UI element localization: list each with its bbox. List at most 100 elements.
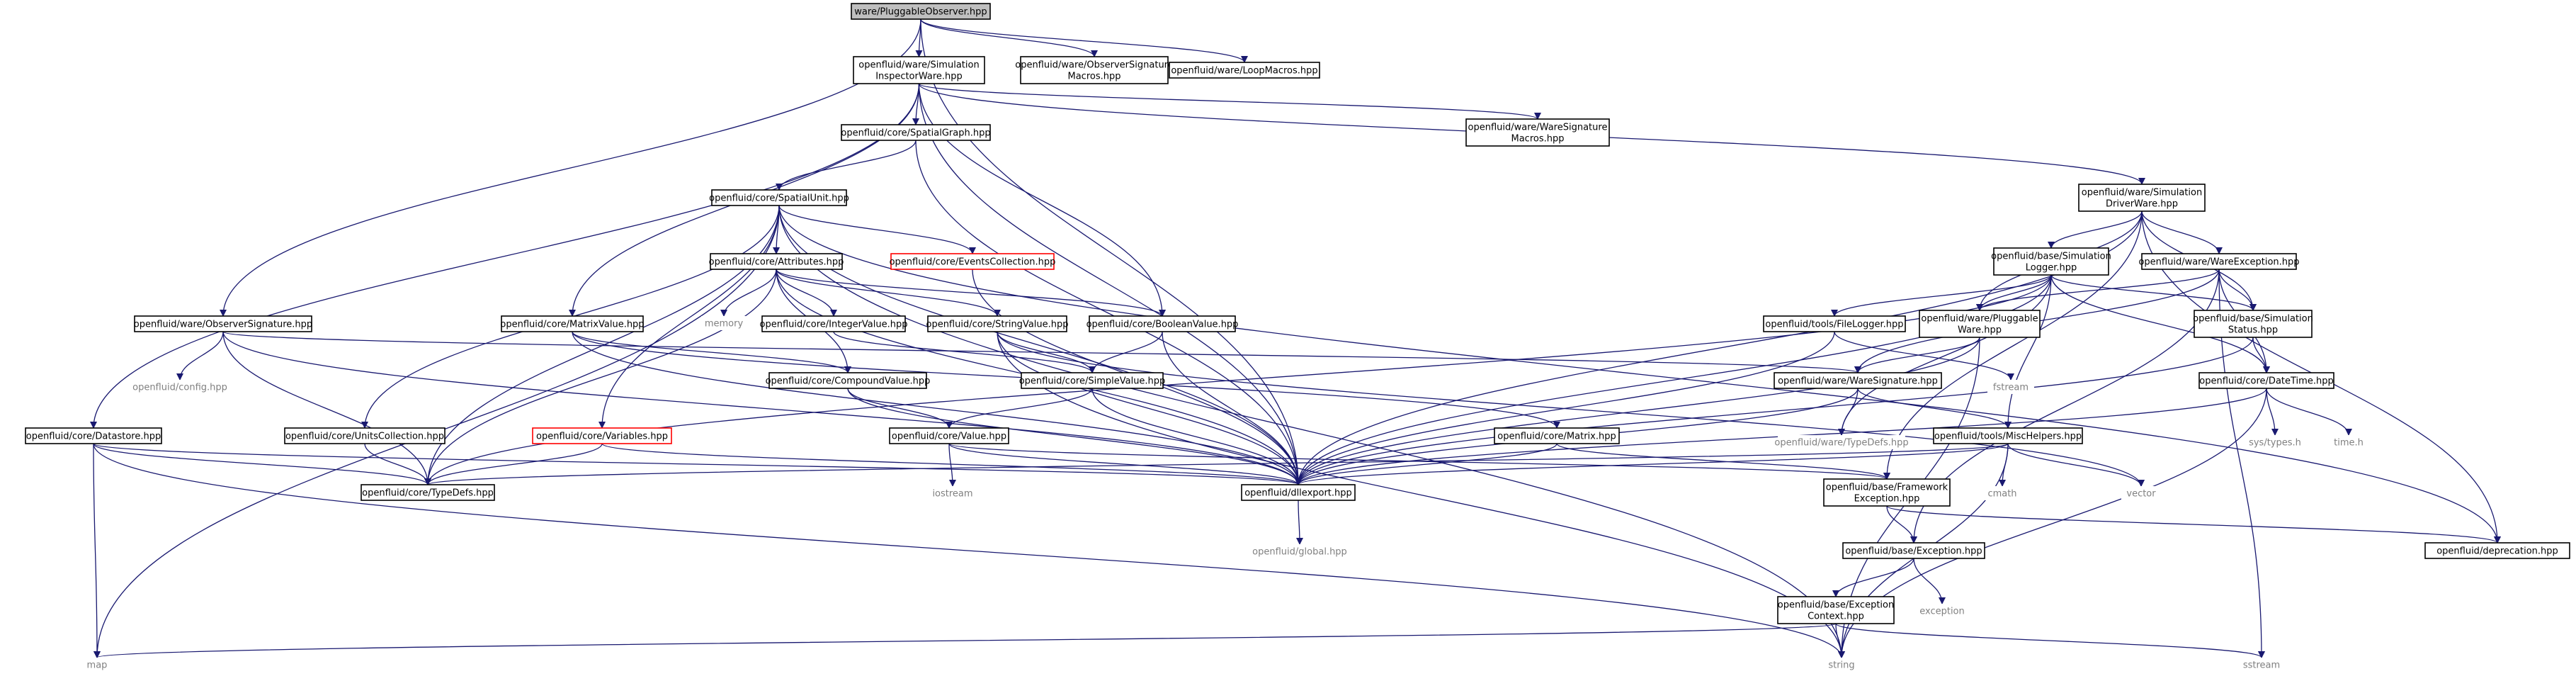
node-waresig[interactable]: openfluid/ware/WareSignature.hpp [1774, 372, 1942, 389]
edge-variables-to-coretypedefs [424, 443, 603, 485]
node-value[interactable]: openfluid/core/Value.hpp [889, 427, 1009, 444]
node-spatialgraph-label-0: openfluid/core/SpatialGraph.hpp [841, 128, 990, 139]
edge-simplevalue-to-dllexport [1091, 388, 1302, 485]
node-dllexport[interactable]: openfluid/dllexport.hpp [1241, 484, 1356, 501]
node-deprecation-label-0: openfluid/deprecation.hpp [2436, 546, 2558, 557]
node-siminsp-label-0: openfluid/ware/Simulation [858, 60, 979, 71]
node-sstream: sstream [2238, 658, 2285, 672]
edge-baseexc-to-exception [1913, 558, 1946, 604]
node-systypes-bg [2245, 435, 2305, 449]
node-root-label-0: ware/PluggableObserver.hpp [854, 7, 987, 18]
node-stringvalue[interactable]: openfluid/core/StringValue.hpp [926, 315, 1069, 332]
node-value-box [889, 427, 1009, 444]
node-variables-box [532, 427, 672, 444]
edge-matrix-to-fwexc [1556, 443, 1890, 480]
node-stringvalue-label-0: openfluid/core/StringValue.hpp [926, 320, 1068, 330]
node-integervalue-label-0: openfluid/core/IntegerValue.hpp [760, 320, 908, 330]
node-datastore-label-0: openfluid/core/Datastore.hpp [26, 432, 161, 442]
edge-booleanvalue-to-dllexport [1162, 331, 1302, 485]
node-deprecation[interactable]: openfluid/deprecation.hpp [2424, 542, 2570, 559]
node-pluggableware-label-1: Ware.hpp [1958, 325, 2002, 336]
edge-stringvalue-to-simplevalue [997, 331, 1096, 373]
node-simdriver-label-1: DriverWare.hpp [2106, 199, 2178, 210]
node-string: string [1824, 658, 1859, 672]
edge-value-to-dllexport [948, 443, 1302, 485]
node-mischelpers[interactable]: openfluid/tools/MiscHelpers.hpp [1933, 427, 2083, 444]
node-coretypedefs[interactable]: openfluid/core/TypeDefs.hpp [361, 484, 495, 501]
node-cmath: cmath [1983, 486, 2021, 500]
node-obssig[interactable]: openfluid/ware/ObserverSignature.hpp [134, 315, 312, 332]
edge-mischelpers-to-vector [2007, 443, 2145, 487]
node-variables[interactable]: openfluid/core/Variables.hpp [532, 427, 672, 444]
edge-pluggableware-to-waresig [1854, 337, 1980, 373]
node-compoundvalue[interactable]: openfluid/core/CompoundValue.hpp [766, 372, 931, 389]
node-simlogger-label-1: Logger.hpp [2026, 263, 2077, 274]
node-events[interactable]: openfluid/core/EventsCollection.hpp [890, 253, 1056, 270]
node-matrix-label-0: openfluid/core/Matrix.hpp [1497, 432, 1616, 442]
node-simlogger-label-0: openfluid/base/Simulation [1991, 252, 2111, 262]
edge-obssig-to-config [176, 331, 224, 381]
node-baseexc-box [1842, 542, 1985, 559]
edge-integervalue-to-simplevalue [833, 331, 1096, 373]
edge-compoundvalue-to-dllexport [847, 388, 1302, 485]
node-wareexc[interactable]: openfluid/ware/WareException.hpp [2138, 253, 2300, 270]
edge-simlogger-to-waretypedefs [1838, 274, 2052, 436]
node-booleanvalue[interactable]: openfluid/core/BooleanValue.hpp [1086, 315, 1239, 332]
edge-pluggableware-to-dllexport [1295, 337, 1980, 485]
node-matrixvalue[interactable]: openfluid/core/MatrixValue.hpp [500, 315, 645, 332]
node-spatialunit[interactable]: openfluid/core/SpatialUnit.hpp [709, 189, 849, 206]
node-baseexc[interactable]: openfluid/base/Exception.hpp [1842, 542, 1985, 559]
node-datetime[interactable]: openfluid/core/DateTime.hpp [2198, 372, 2334, 389]
node-exccontext-label-1: Context.hpp [1808, 612, 1864, 622]
node-attributes[interactable]: openfluid/core/Attributes.hpp [709, 253, 844, 270]
node-siminsp[interactable]: openfluid/ware/SimulationInspectorWare.h… [853, 56, 985, 84]
node-compoundvalue-box [768, 372, 927, 389]
edge-datetime-to-systypes [2266, 388, 2279, 436]
edge-spatialunit-to-string [778, 205, 1845, 658]
node-simplevalue[interactable]: openfluid/core/SimpleValue.hpp [1019, 372, 1166, 389]
edge-exccontext-to-string [1835, 623, 1845, 658]
edge-filelogger-to-dllexport [1295, 331, 1835, 485]
edge-wareexc-to-simstatus [2218, 269, 2257, 311]
node-vector: vector [2121, 486, 2161, 500]
node-timeh: time.h [2328, 435, 2369, 449]
node-datastore[interactable]: openfluid/core/Datastore.hpp [25, 427, 162, 444]
node-loopmac[interactable]: openfluid/ware/LoopMacros.hpp [1169, 62, 1320, 79]
edge-simstatus-to-datetime [2252, 337, 2270, 373]
node-config: openfluid/config.hpp [132, 380, 227, 394]
node-mischelpers-label-0: openfluid/tools/MiscHelpers.hpp [1934, 432, 2082, 442]
node-memory: memory [701, 316, 747, 330]
node-exception-label-0: exception [1919, 607, 1965, 617]
node-filelogger[interactable]: openfluid/tools/FileLogger.hpp [1763, 315, 1906, 332]
edge-simdriver-to-simlogger [2048, 210, 2143, 249]
node-obssigmac[interactable]: openfluid/ware/ObserverSignatureMacros.h… [1015, 56, 1174, 84]
node-spatialgraph[interactable]: openfluid/core/SpatialGraph.hpp [841, 124, 991, 141]
edge-matrixvalue-to-compoundvalue [572, 331, 851, 373]
node-simlogger-box [1993, 247, 2109, 276]
edge-spatialunit-to-deprecation [778, 205, 2501, 544]
node-integervalue[interactable]: openfluid/core/IntegerValue.hpp [760, 315, 908, 332]
edge-attributes-to-memory [720, 269, 777, 317]
node-systypes: sys/types.h [2245, 435, 2305, 449]
node-iostream-bg [926, 486, 979, 500]
edge-mischelpers-to-dllexport [1295, 443, 2009, 485]
node-root[interactable]: ware/PluggableObserver.hpp [851, 3, 991, 20]
node-waresigmac-label-1: Macros.hpp [1511, 134, 1565, 145]
node-baseexc-label-0: openfluid/base/Exception.hpp [1845, 546, 1982, 557]
edge-simlogger-to-mischelpers [2004, 274, 2052, 429]
node-fwexc-label-0: openfluid/base/Framework [1826, 483, 1948, 493]
node-matrix-box [1494, 427, 1620, 444]
node-unitscoll[interactable]: openfluid/core/UnitsCollection.hpp [284, 427, 446, 444]
node-siminsp-box [853, 56, 985, 84]
node-matrix[interactable]: openfluid/core/Matrix.hpp [1494, 427, 1620, 444]
edge-filelogger-to-fstream [1834, 331, 2014, 381]
node-booleanvalue-box [1089, 315, 1236, 332]
edge-attributes-to-booleanvalue [776, 269, 1166, 317]
